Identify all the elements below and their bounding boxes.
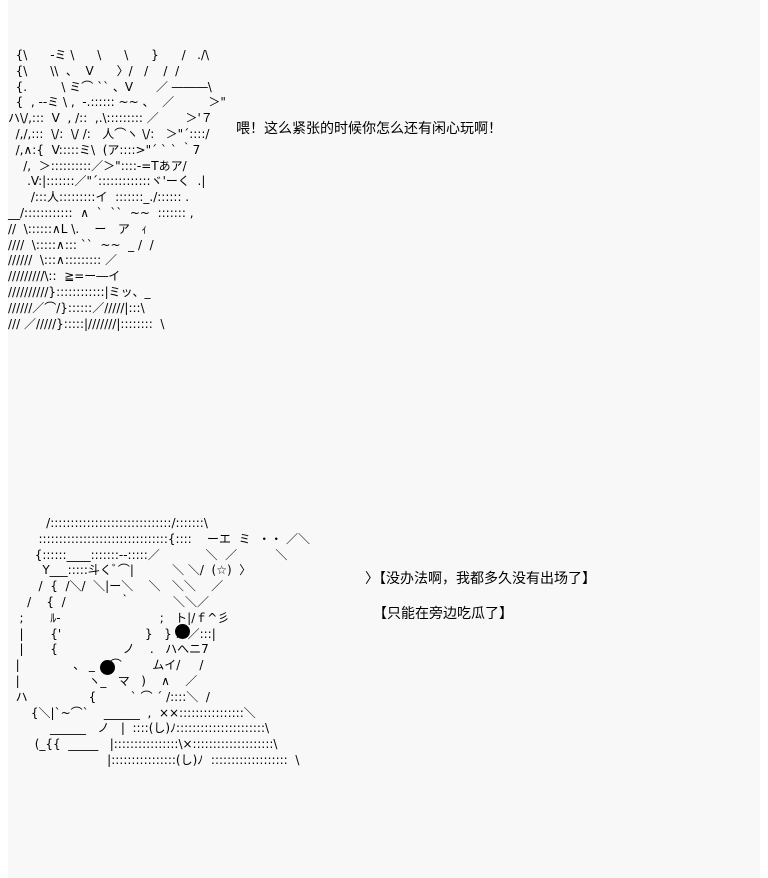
speech-bottom-2: 【只能在旁边吃瓜了】	[373, 606, 513, 622]
ascii-art-line: ハ\/,::: V , /:: ,.\::::::::: ／ ＞'７	[8, 111, 213, 126]
ascii-art-line: {::::::____:::::::--:::::／ ＼ ／ ＼	[8, 547, 288, 562]
ascii-art-line: /, ＞::::::::::／＞"::::-=Tあア/	[8, 158, 187, 173]
speech-bottom-1: 〉【没办法啊，我都多久没有出场了】	[365, 571, 596, 587]
ascii-art-line: Y___:::::斗くﾞ⌒| ＼ ＼/ (☆) 〉	[8, 563, 252, 578]
ascii-art-line: / { /＼/ ＼|ー＼ ＼ ＼＼ ／	[8, 579, 224, 594]
ascii-art-line: ______ ノ | ::::(し)ﾉ:::::::::::::::::::::…	[8, 721, 270, 736]
ascii-art-line: /:::人:::::::::イ :::::::_./:::::: .	[8, 190, 190, 205]
ascii-art-line: ////// \:::∧::::::::: ／	[8, 253, 118, 268]
ascii-art-line: ::::::::::::::::::::::::::::::::{:::: ーエ…	[8, 531, 311, 546]
ascii-art-line: {. \ ミ⌒ `` 、V ／ ―――\	[8, 79, 212, 94]
ascii-art-bottom: /::::::::::::::::::::::::::::::/:::::::\…	[8, 516, 310, 769]
ascii-art-line: (_{{ _____ |::::::::::::::::\×::::::::::…	[8, 737, 278, 752]
ascii-art-line: / { / ｀ ＼＼／	[8, 594, 210, 609]
ascii-art-line: /,∧:{ V:::::ミ\ (ア::::>"´ ` ` ｀7	[8, 142, 201, 157]
ascii-art-line: /////////\:: ≧=ー―イ	[8, 269, 121, 284]
ascii-art-line: {＼|`~⌒` ______ , ××::::::::::::::::＼	[8, 705, 256, 720]
ascii-art-line: /::::::::::::::::::::::::::::::/:::::::\	[8, 516, 208, 530]
ascii-art-top: {\ -ミ \ \ \ } / ./\ {\ \\ 、 V 〉/ / / / {…	[8, 48, 226, 332]
ascii-art-line: {\ -ミ \ \ \ } / ./\	[8, 48, 210, 62]
ascii-art-line: { , --ミ \ , -.:::::: ~~ 、 ／ ＞"	[8, 95, 226, 110]
ascii-art-line: ; ﾙ- ; ト|/ｆ^彡	[8, 610, 230, 625]
ascii-art-line: //////／⌒/}::::::／/////|:::\	[8, 300, 145, 315]
ascii-art-line: | {' } } ハ／:::|	[8, 626, 216, 641]
page-background	[8, 0, 760, 878]
ascii-art-line: //// \:::::∧::: `` ~~ _ / /	[8, 237, 154, 252]
ascii-art-line: /// ／/////}:::::|///////|:::::::: \	[8, 316, 165, 331]
ascii-art-line: /,/,::: \/: \/ /: 人⌒ヽ \/: ＞"´::::/	[8, 126, 210, 141]
ascii-art-line: //////////}::::::::::::|ミッ、_	[8, 284, 151, 299]
ascii-art-line: | 、 _ ┌ ⌒ ムイ/ /	[15, 658, 204, 673]
ascii-art-line: // \::::::∧L \. ー ア ｨ	[8, 221, 148, 236]
ascii-art-line: {\ \\ 、 V 〉/ / / /	[8, 63, 180, 78]
ascii-art-line: | ヽ_ マ ) ∧ ／	[8, 673, 198, 688]
ascii-art-line: .V:|:::::::／"´:::::::::::::ヾ'ーく .|	[8, 174, 206, 189]
ascii-art-line: ハ { ` ⌒ ´ /::::＼ /	[8, 689, 210, 704]
ascii-art-line: | { ノ . ハへニ7	[8, 642, 209, 657]
ascii-art-line: |::::::::::::::::(し)ﾉ ::::::::::::::::::…	[8, 752, 300, 767]
speech-top: 喂！这么紧张的时候你怎么还有闲心玩啊！	[236, 121, 502, 137]
ascii-art-line: __/:::::::::::: ∧ ` `` ~~ ::::::: ,	[8, 205, 194, 220]
eye-right-icon	[175, 624, 190, 639]
eye-left-icon	[100, 660, 115, 675]
